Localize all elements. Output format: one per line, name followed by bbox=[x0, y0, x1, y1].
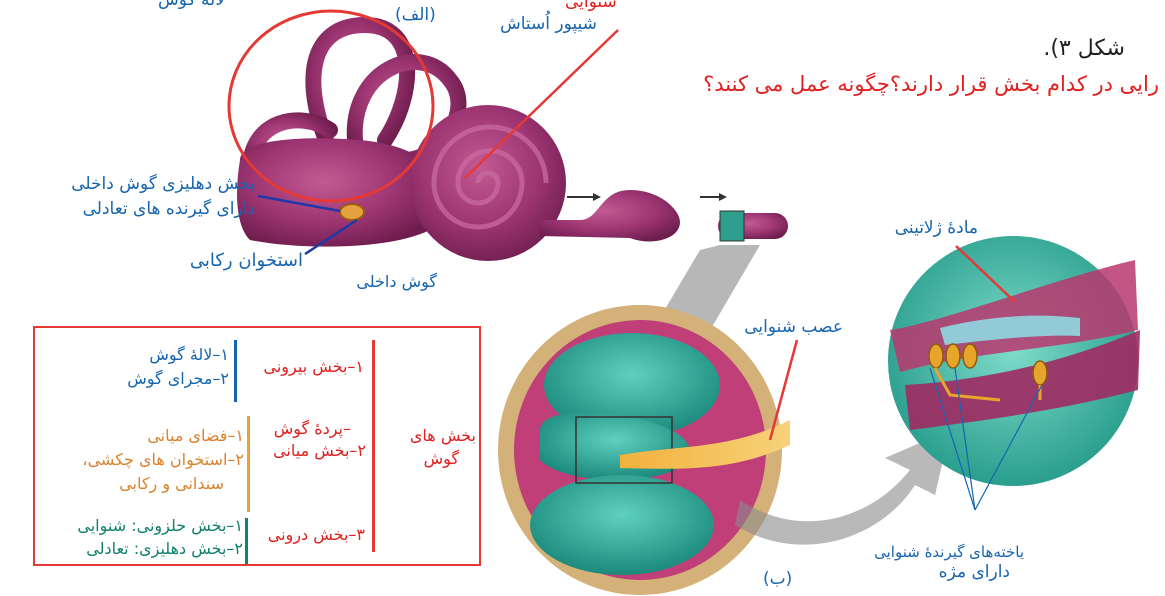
middle-section-line-1: –پردهٔ گوش bbox=[274, 418, 351, 440]
outer-divider bbox=[234, 340, 237, 402]
outer-item-1: ۱–لالهٔ گوش bbox=[149, 344, 229, 366]
cochlea bbox=[410, 105, 566, 261]
stapes-label: استخوان رکابی bbox=[190, 250, 303, 272]
vestibule-body bbox=[237, 138, 430, 246]
middle-item-1: ۱–فضای میانی bbox=[147, 425, 244, 447]
auditory-nerve-label: عصب شنوایی bbox=[744, 316, 843, 338]
receptor-cells-label-line-2: دارای مژه bbox=[939, 561, 1010, 583]
table-root-line-2: گوش bbox=[424, 448, 459, 470]
gelatinous-material-label: مادهٔ ژلاتینی bbox=[895, 217, 978, 239]
organ-of-corti-zoom bbox=[888, 236, 1140, 486]
eustachian-tube-label: شیپور اُستاش bbox=[500, 13, 597, 35]
outer-item-2: ۲–مجرای گوش bbox=[127, 368, 229, 390]
figure-b-label: (ب) bbox=[763, 568, 792, 590]
inner-ear-label: گوش داخلی bbox=[356, 271, 437, 293]
middle-item-2: ۲–استخوان های چکشی، bbox=[82, 449, 244, 471]
ear-parts-table: بخش های گوش ۱–بخش بیرونی ۱–لالهٔ گوش ۲–م… bbox=[33, 326, 481, 566]
cochlea-cross-section bbox=[498, 305, 790, 595]
auditory-label: شنوایی bbox=[565, 0, 617, 13]
figure-a-label: (الف) bbox=[395, 4, 436, 26]
vestibular-label-line-1: بخش دهلیزی گوش داخلی bbox=[71, 173, 255, 195]
receptor-cells-label-line-1: یاخته‌های گیرندهٔ شنوایی bbox=[874, 541, 1024, 563]
ear-lobe-label: لالهٔ گوش bbox=[158, 0, 225, 11]
text-line-2: رایی در کدام بخش قرار دارند؟چگونه عمل می… bbox=[703, 70, 1159, 98]
outer-section-label: ۱–بخش بیرونی bbox=[264, 356, 364, 378]
stapes-bone bbox=[340, 204, 364, 220]
root-divider bbox=[372, 340, 375, 552]
inner-item-1: ۱–بخش حلزونی: شنوایی bbox=[77, 515, 243, 537]
middle-item-3: سندانی و رکابی bbox=[119, 473, 224, 495]
text-line-1: شکل ۳). bbox=[1043, 35, 1125, 63]
inner-section-label: ۳–بخش درونی bbox=[268, 524, 365, 546]
cochlea-unrolling-sequence bbox=[540, 190, 788, 241]
inner-divider bbox=[245, 518, 248, 564]
middle-section-line-2: ۲–بخش میانی bbox=[273, 440, 366, 462]
table-root-line-1: بخش های bbox=[410, 425, 476, 447]
inner-item-2: ۲–بخش دهلیزی: تعادلی bbox=[86, 538, 243, 560]
middle-divider bbox=[247, 416, 250, 512]
vestibular-label-line-2: دارای گیرنده های تعادلی bbox=[83, 198, 255, 220]
